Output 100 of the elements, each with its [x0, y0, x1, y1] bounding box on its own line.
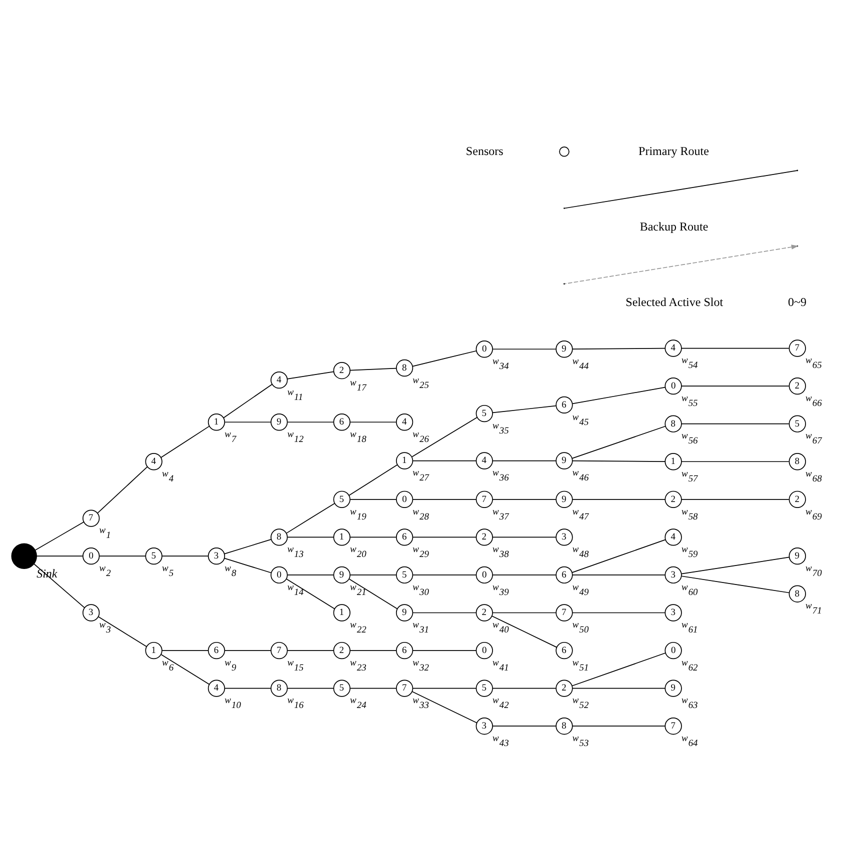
node-circle: 6	[556, 641, 573, 659]
node-circle: 2	[476, 528, 493, 546]
connector	[681, 498, 790, 500]
node-circle: 5	[333, 679, 350, 696]
node-circle: 4	[396, 413, 414, 430]
node-circle: 5	[396, 566, 414, 584]
connector	[348, 464, 398, 496]
connector	[412, 460, 476, 461]
node-circle: 3	[82, 604, 100, 621]
node-circle: 1	[208, 413, 226, 430]
node-circle: 4	[476, 452, 493, 469]
connector	[492, 498, 556, 500]
connector	[224, 421, 272, 422]
label: 0~9	[788, 294, 806, 308]
node-circle: 9	[556, 490, 573, 508]
node-circle: 7	[556, 604, 573, 621]
connector	[492, 574, 556, 575]
node-circle: 0	[476, 566, 493, 584]
connector	[412, 687, 476, 688]
node-circle: 6	[556, 566, 573, 584]
connector	[286, 370, 334, 379]
connector	[286, 502, 335, 533]
connector	[492, 348, 556, 350]
connector	[350, 536, 397, 538]
node-circle: 0	[270, 566, 288, 584]
node-circle: 1	[145, 641, 162, 659]
connector	[287, 536, 334, 538]
connector	[572, 612, 666, 613]
connector	[412, 498, 476, 500]
node-circle: 2	[333, 362, 350, 379]
node-circle: 4	[664, 339, 682, 356]
connector	[492, 725, 556, 726]
connector	[350, 498, 397, 500]
connector	[223, 383, 272, 418]
node-circle: 6	[333, 413, 350, 430]
node-circle: 1	[396, 452, 414, 469]
connector	[572, 386, 666, 404]
node-circle: 4	[208, 679, 226, 696]
node-circle: 8	[556, 717, 573, 734]
node-circle: 0	[396, 490, 414, 508]
connector	[412, 612, 476, 613]
node-circle: 3	[664, 604, 682, 621]
connector	[36, 555, 84, 556]
connector	[224, 687, 272, 688]
node-circle: 7	[82, 509, 100, 526]
node-circle: 5	[476, 404, 493, 422]
node-circle: 6	[556, 396, 573, 414]
legend-label: Backup Route	[640, 218, 708, 233]
node-circle: 6	[208, 641, 226, 659]
connector	[572, 652, 666, 686]
node-circle: 9	[270, 413, 288, 430]
legend-label: Sensors	[466, 143, 504, 158]
node-circle: 8	[270, 679, 288, 696]
node-circle: 4	[270, 370, 288, 388]
connector	[350, 574, 397, 575]
connector	[350, 687, 397, 688]
node-circle: 6	[396, 528, 414, 546]
node-circle: 2	[664, 490, 682, 508]
node-circle: 5	[788, 414, 806, 432]
node-circle: 9	[333, 566, 350, 584]
node-circle: 3	[208, 547, 226, 564]
connector	[412, 574, 476, 575]
connector	[287, 687, 334, 688]
node-circle: 9	[556, 340, 573, 358]
connector	[287, 574, 334, 575]
node-circle: 8	[788, 452, 806, 470]
node-circle: 2	[788, 376, 806, 394]
connector	[681, 460, 790, 462]
node-circle: 3	[556, 528, 573, 546]
legend-label: Primary Route	[638, 143, 709, 158]
node-circle: 2	[556, 679, 573, 696]
connector	[572, 498, 666, 500]
node-circle: 5	[145, 547, 162, 564]
node-circle: 0	[82, 547, 100, 564]
node-circle: 2	[333, 641, 350, 659]
node-circle: 1	[333, 604, 350, 621]
node-circle: 2	[788, 490, 806, 508]
connector	[224, 538, 272, 554]
connector	[572, 538, 666, 572]
node-circle: 0	[476, 340, 493, 358]
connector	[681, 347, 790, 348]
node-circle: 4	[664, 528, 682, 546]
node-circle: 2	[476, 604, 493, 621]
connector	[412, 536, 476, 538]
connector	[572, 687, 666, 688]
node-circle: 8	[664, 414, 682, 432]
connector	[492, 460, 556, 461]
node-circle: 7	[476, 490, 493, 508]
node-circle: 9	[396, 604, 414, 621]
connector	[224, 557, 272, 573]
node-circle: 3	[476, 717, 493, 734]
node-circle: 1	[333, 528, 350, 546]
connector	[162, 555, 209, 556]
node-circle: 4	[145, 452, 162, 470]
node-circle: 9	[556, 452, 573, 469]
connector	[572, 425, 666, 458]
connector	[99, 555, 146, 556]
node-circle: 0	[664, 641, 682, 659]
node-circle: 9	[664, 679, 682, 696]
connector	[492, 404, 556, 413]
